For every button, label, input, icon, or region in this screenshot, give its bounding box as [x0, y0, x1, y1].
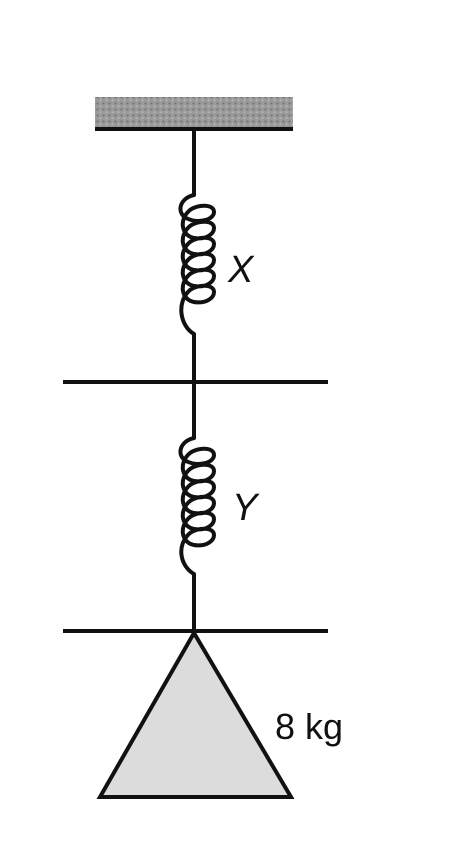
ceiling-block: [95, 97, 293, 128]
mass-triangle: [96, 629, 295, 799]
spring-x-label: X: [227, 249, 255, 291]
spring-x: [178, 193, 217, 336]
spring-y-label: Y: [232, 487, 260, 529]
spring-y: [178, 436, 217, 576]
mass-label: 8 kg: [275, 706, 343, 747]
ceiling-support: [95, 97, 293, 131]
